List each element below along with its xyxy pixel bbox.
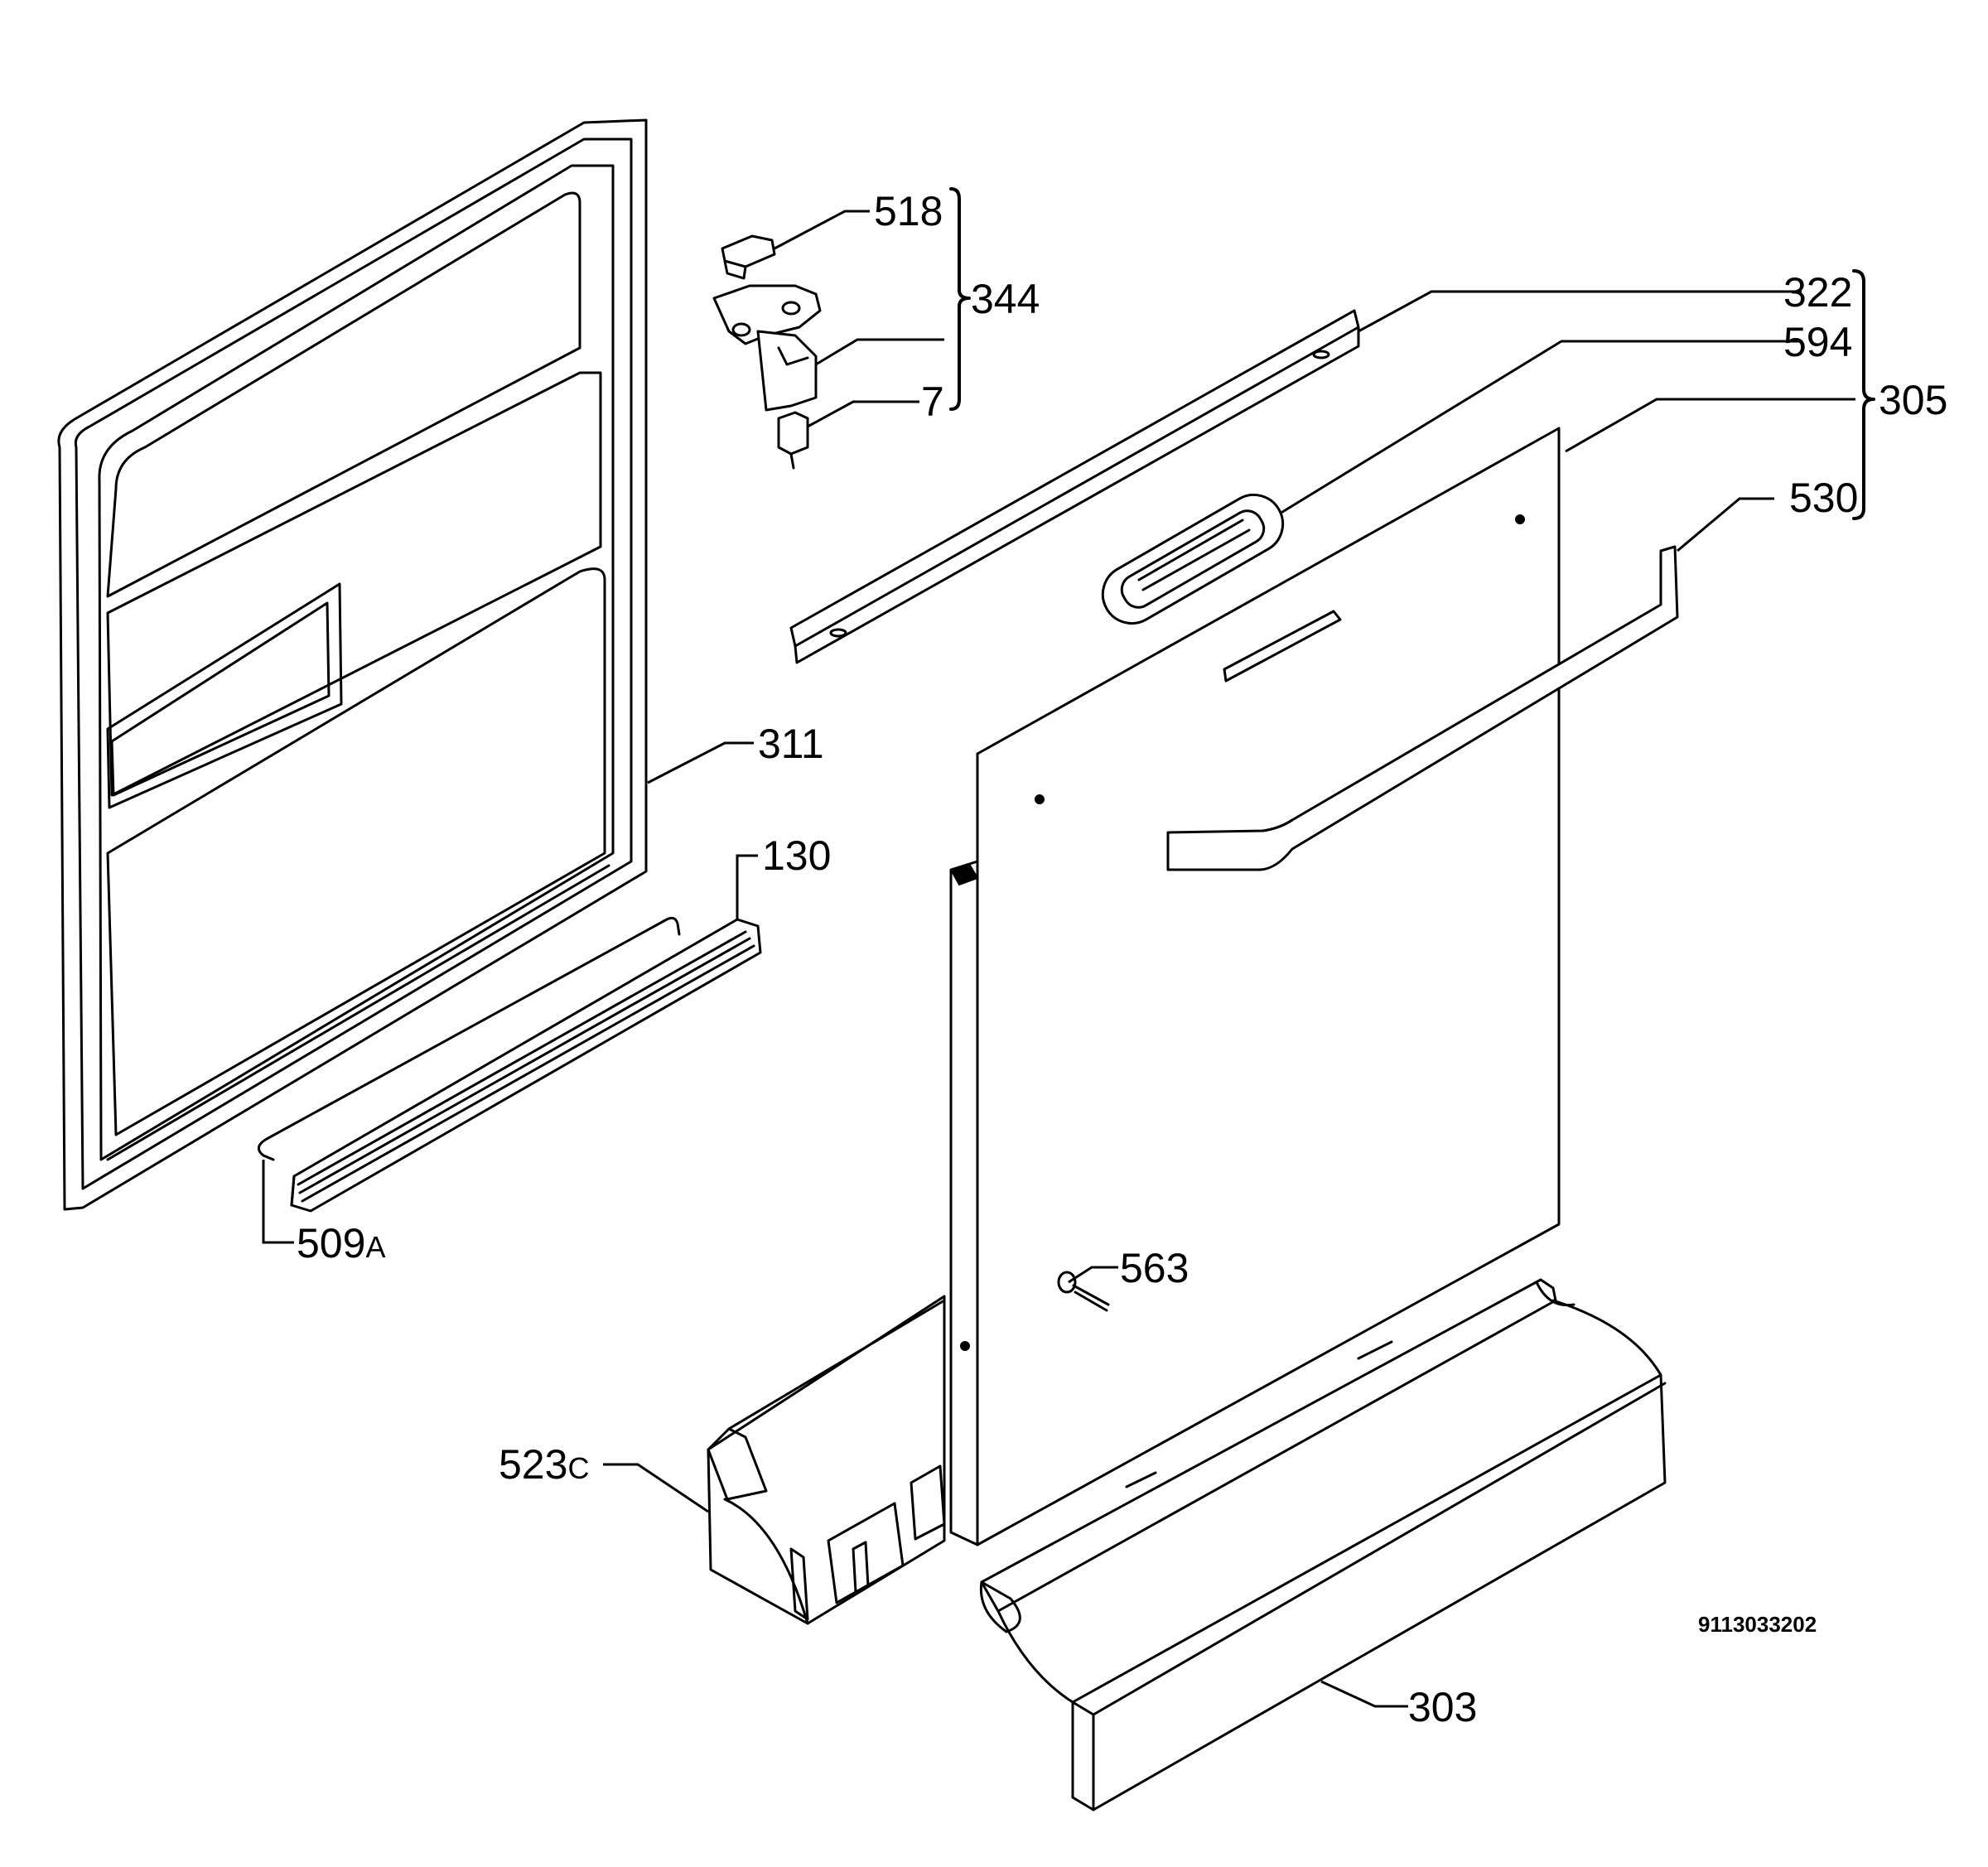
- leader-311: [647, 741, 754, 784]
- part-322-top-rail: [789, 309, 1360, 664]
- label-518: 518: [874, 188, 943, 234]
- part-344-latch: [712, 284, 822, 412]
- part-530-handle: [1166, 545, 1679, 871]
- label-344: 344: [971, 276, 1040, 322]
- leader-523c: [603, 1463, 709, 1513]
- part-130-gasket: [290, 918, 762, 1213]
- callout-labels: 518 344 7 322 594 305 530 311 130 509A 5…: [297, 188, 1947, 1730]
- label-322: 322: [1783, 269, 1852, 316]
- leader-518: [774, 210, 870, 250]
- part-305-front-door: [949, 427, 1561, 1546]
- label-305: 305: [1879, 377, 1947, 423]
- leader-305: [1565, 398, 1855, 453]
- leader-lines: [262, 210, 1855, 1708]
- label-563: 563: [1120, 1245, 1189, 1291]
- leader-594: [1279, 340, 1802, 515]
- part-594-vent: [1101, 494, 1285, 625]
- label-594: 594: [1783, 319, 1852, 365]
- part-303-kickplate: [979, 1278, 1667, 1812]
- label-7: 7: [921, 379, 944, 425]
- part-523c-bracket: [707, 1295, 946, 1625]
- part-7-microswitch: [777, 411, 809, 470]
- leader-563: [1068, 1266, 1118, 1284]
- leader-130: [736, 854, 758, 919]
- leader-530: [1677, 497, 1774, 552]
- part-518-latch-cap: [721, 234, 776, 280]
- label-303: 303: [1408, 1684, 1477, 1730]
- part-509a-wire: [257, 916, 681, 1161]
- label-530: 530: [1789, 475, 1858, 521]
- part-311-inner-door: [57, 118, 648, 1211]
- label-523c: 523C: [499, 1441, 589, 1488]
- label-509a: 509A: [297, 1220, 385, 1266]
- drawing-number: 9113033202: [1698, 1612, 1817, 1637]
- leader-344-mid: [815, 338, 944, 366]
- bracket-305: [1852, 269, 1875, 520]
- leader-7: [807, 400, 919, 428]
- leader-303: [1320, 1680, 1408, 1708]
- label-311: 311: [758, 721, 824, 767]
- label-130: 130: [762, 832, 831, 879]
- leader-322: [1358, 290, 1802, 333]
- part-563-screw: [1057, 1271, 1110, 1312]
- bracket-344: [949, 187, 971, 411]
- leader-509a: [262, 1160, 294, 1244]
